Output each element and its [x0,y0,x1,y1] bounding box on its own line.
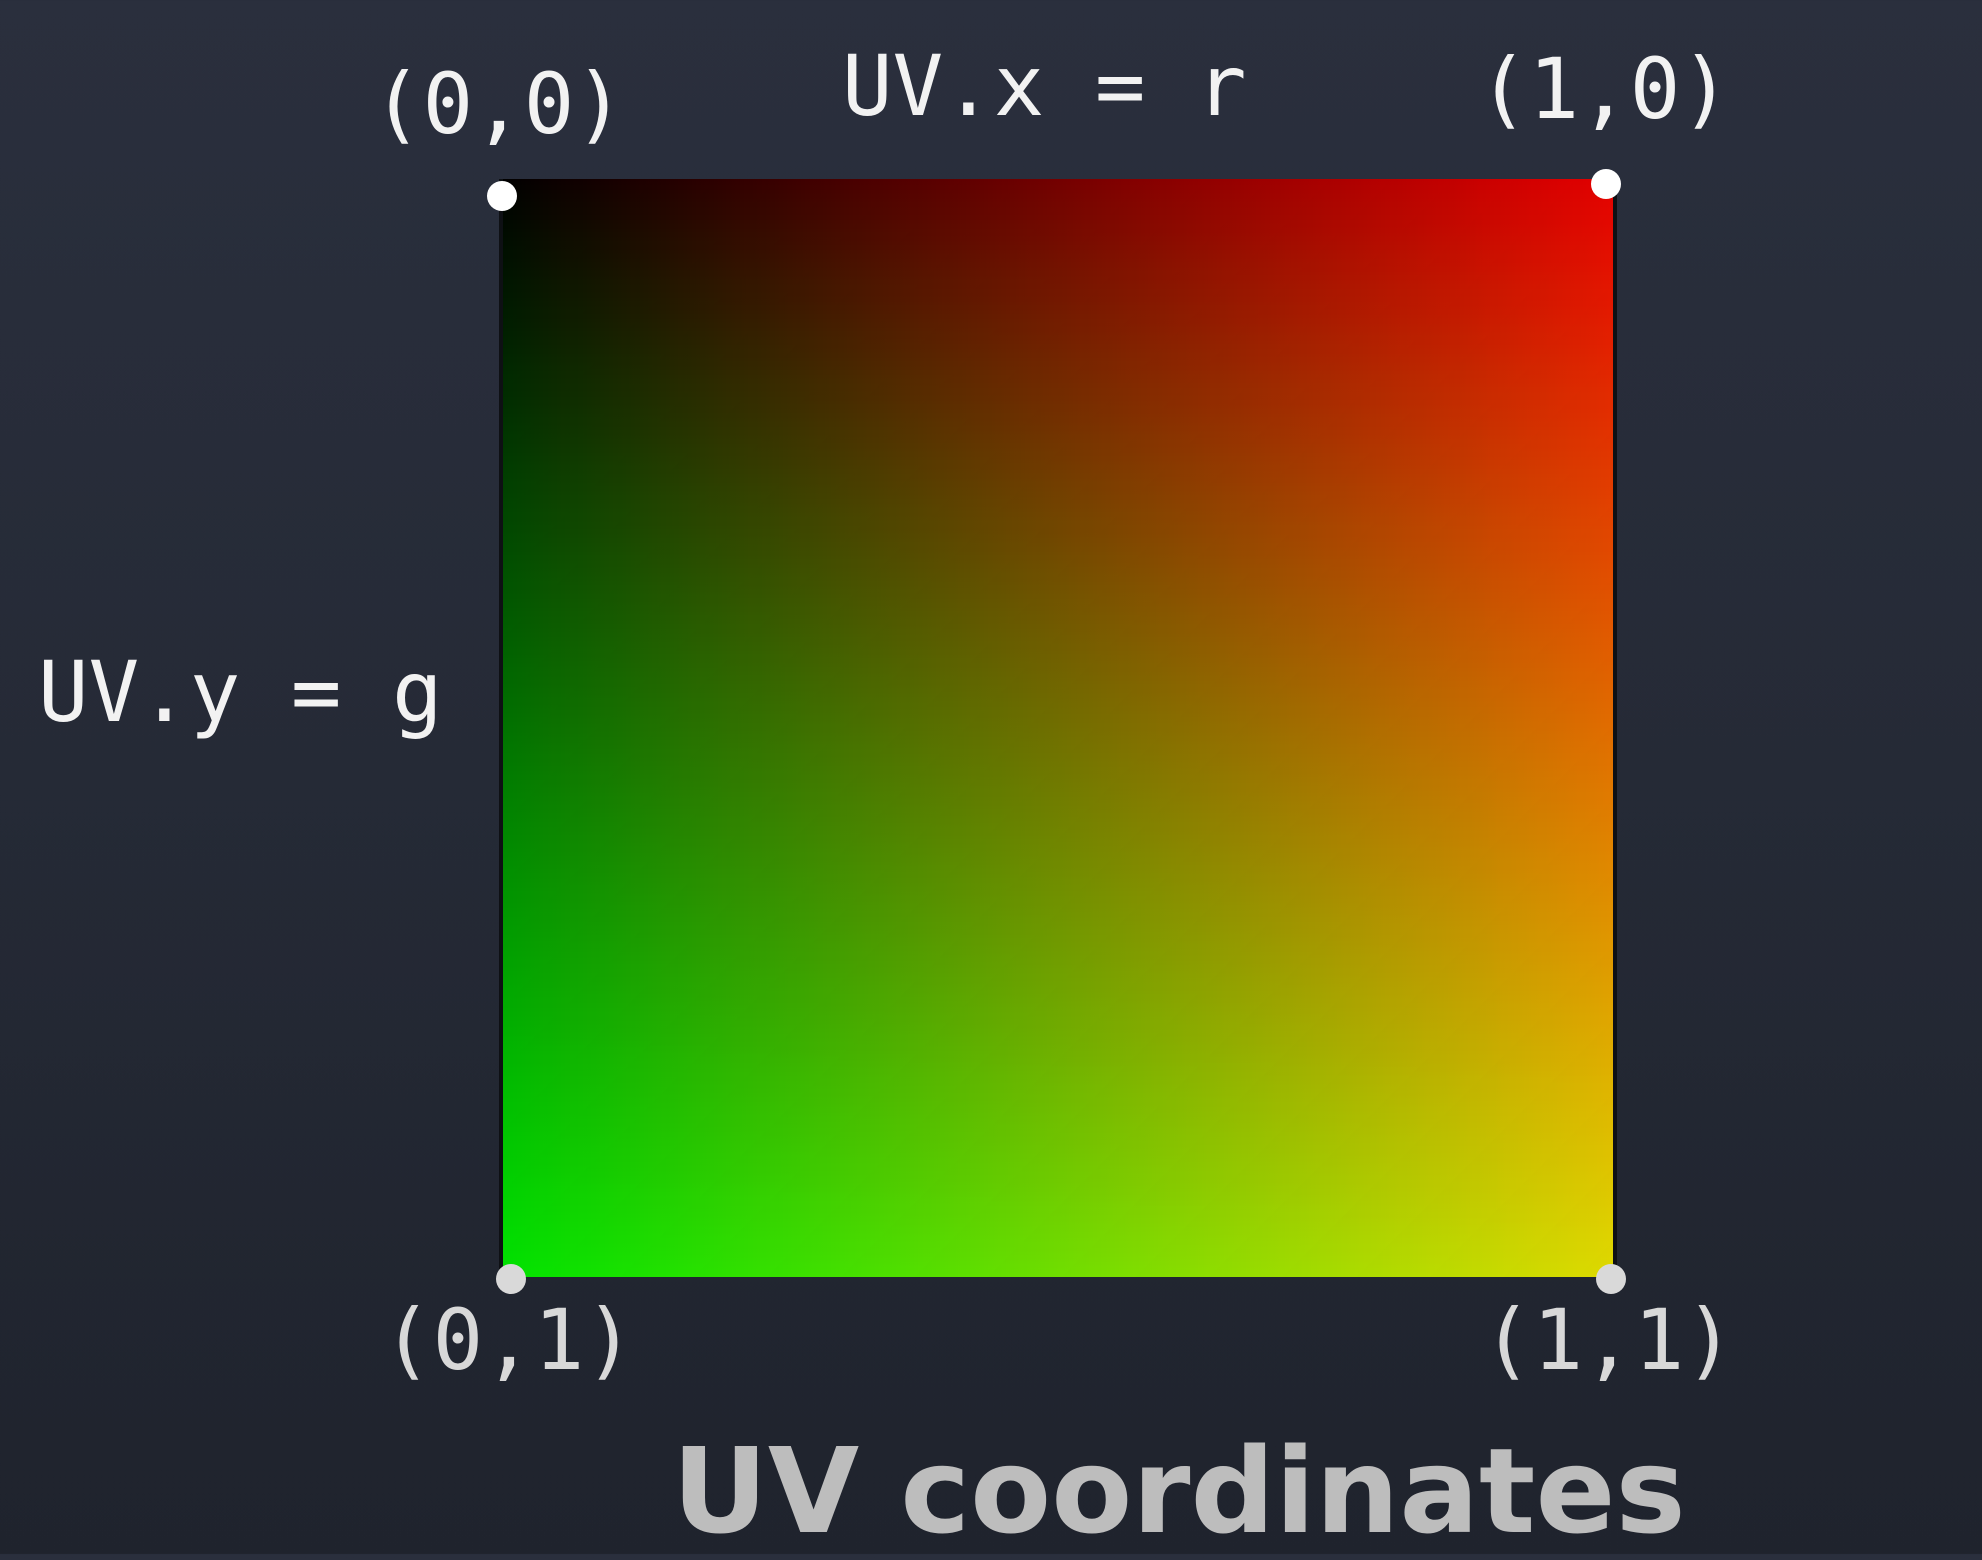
square-right-edge [1613,179,1617,1277]
corner-dot-top-left [487,181,517,211]
y-axis-label: UV.y = g [38,643,443,741]
corner-dot-bottom-left [496,1264,526,1294]
diagram-title: UV coordinates [672,1422,1686,1560]
corner-dot-bottom-right [1596,1264,1626,1294]
gradient-soften [502,179,1614,1277]
x-axis-label: UV.x = r [842,37,1247,135]
uv-gradient-square [502,179,1614,1277]
square-left-edge [499,179,503,1277]
corner-label-bottom-right: (1,1) [1482,1291,1735,1389]
corner-label-top-right: (1,0) [1478,40,1731,138]
corner-label-bottom-left: (0,1) [382,1291,635,1389]
corner-dot-top-right [1591,169,1621,199]
corner-label-top-left: (0,0) [372,55,625,153]
